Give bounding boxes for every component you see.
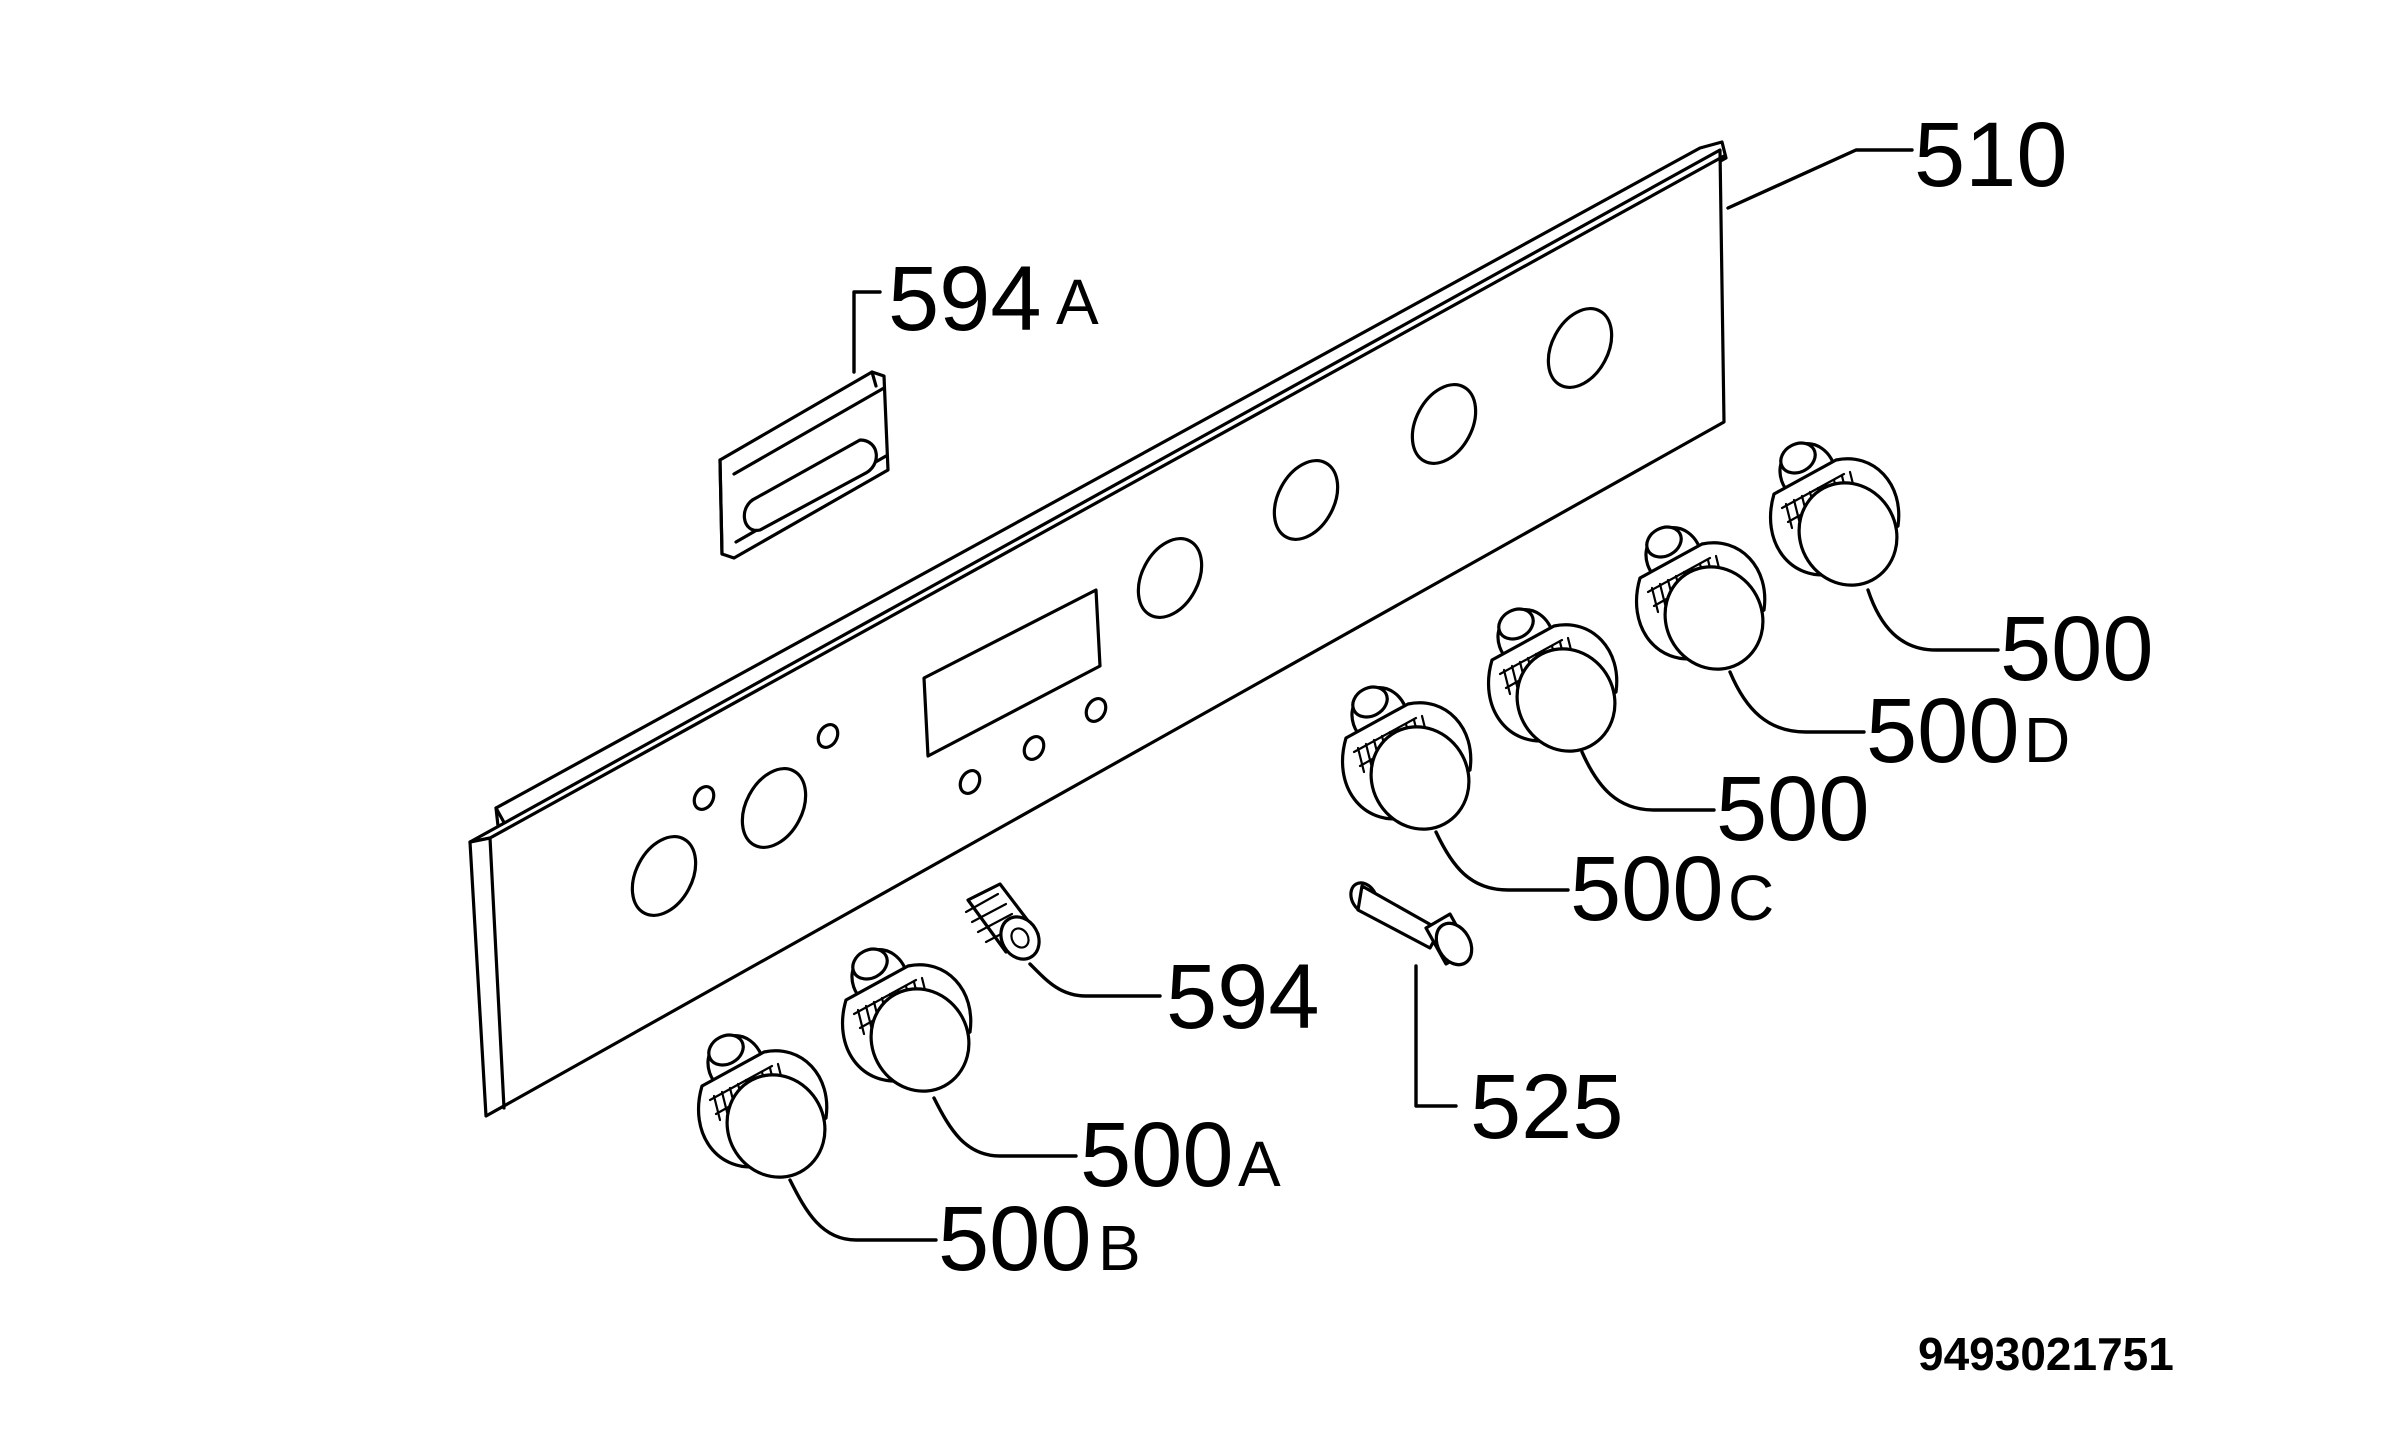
label-500a: 500 A — [1080, 1104, 1281, 1206]
label-594a: 594 A — [888, 248, 1099, 350]
leader-lines — [788, 148, 2000, 1242]
spring-icon — [964, 882, 1041, 961]
control-knob-icon — [1634, 519, 1783, 689]
control-knob-icon — [1768, 435, 1917, 605]
label-500c: 500 C — [1570, 838, 1774, 940]
svg-text:594: 594 — [1166, 946, 1320, 1048]
drawing-code: 9493021751 — [1918, 1328, 2174, 1380]
control-knob-icon — [840, 941, 989, 1111]
bracket-icon — [718, 370, 890, 560]
svg-text:B: B — [1098, 1212, 1141, 1284]
label-525: 525 — [1470, 1056, 1624, 1158]
svg-text:510: 510 — [1914, 104, 2068, 206]
label-594: 594 — [1166, 946, 1320, 1048]
shaft-icon — [1349, 881, 1474, 967]
svg-text:A: A — [1238, 1128, 1281, 1200]
svg-text:500: 500 — [1080, 1104, 1234, 1206]
label-500-upper: 500 — [2000, 598, 2154, 700]
svg-text:500: 500 — [1866, 680, 2020, 782]
svg-text:C: C — [1728, 862, 1774, 934]
svg-text:500: 500 — [1570, 838, 1724, 940]
label-510: 510 — [1914, 104, 2068, 206]
svg-text:A: A — [1056, 266, 1099, 338]
label-500b: 500 B — [938, 1188, 1141, 1290]
label-500d: 500 D — [1866, 680, 2070, 782]
svg-text:500: 500 — [938, 1188, 1092, 1290]
svg-text:500: 500 — [2000, 598, 2154, 700]
svg-text:500: 500 — [1716, 758, 1870, 860]
svg-text:594: 594 — [888, 248, 1042, 350]
svg-text:525: 525 — [1470, 1056, 1624, 1158]
control-panel-icon — [468, 140, 1728, 1118]
svg-text:D: D — [2024, 704, 2070, 776]
label-500-middle: 500 — [1716, 758, 1870, 860]
control-knob-icon — [696, 1027, 845, 1197]
control-knob-icon — [1486, 601, 1635, 771]
control-knob-icon — [1340, 679, 1489, 849]
